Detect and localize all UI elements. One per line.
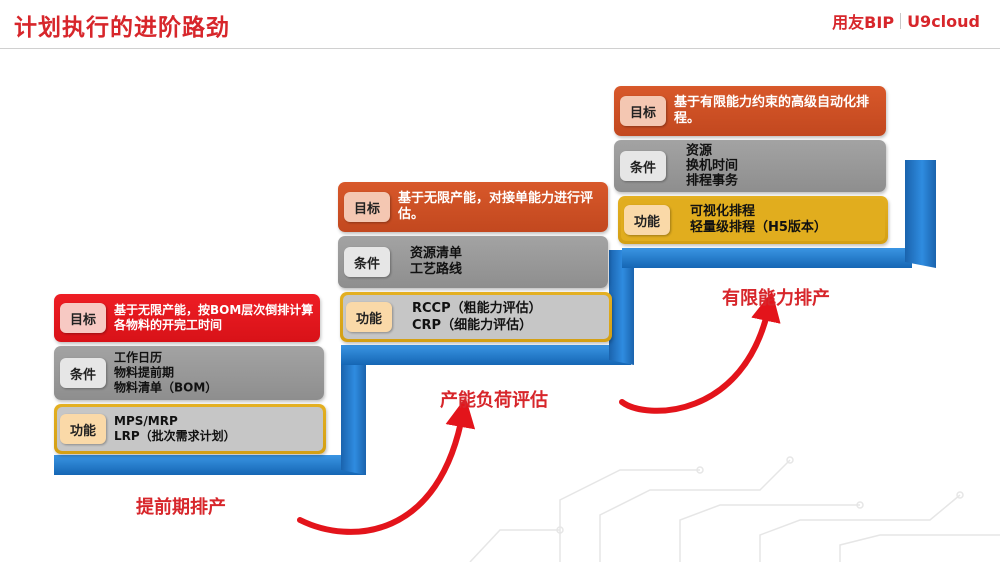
stage1-func-tag: 功能 [60, 414, 106, 444]
stage3-goal-box: 目标 基于有限能力约束的高级自动化排程。 [614, 86, 886, 136]
progress-arrow-2 [619, 291, 781, 414]
stage2-goal-tag: 目标 [344, 192, 390, 222]
stage3-name: 有限能力排产 [722, 288, 830, 309]
stage1-name: 提前期排产 [136, 497, 226, 518]
stage2-cond-line: 工艺路线 [410, 262, 463, 277]
stage3-cond-line: 资源 [686, 143, 713, 159]
stage1-cond-line: 物料提前期 [114, 365, 175, 380]
stage2-cond-text: 资源清单 工艺路线 [410, 246, 602, 278]
stage1-func-line: LRP（批次需求计划） [114, 429, 236, 443]
stage3-goal-text: 基于有限能力约束的高级自动化排程。 [674, 95, 870, 126]
stage2-cond-tag: 条件 [344, 247, 390, 277]
stage1-goal-box: 目标 基于无限产能，按BOM层次倒排计算各物料的开完工时间 [54, 294, 320, 342]
staircase [54, 160, 936, 475]
logo-divider [900, 13, 902, 29]
stage2-func-box: 功能 RCCP（粗能力评估） CRP（细能力评估） [340, 292, 612, 342]
stage1-func-box: 功能 MPS/MRP LRP（批次需求计划） [54, 404, 326, 454]
stage1-goal-text: 基于无限产能，按BOM层次倒排计算各物料的开完工时间 [114, 303, 314, 332]
stage2-func-line: RCCP（粗能力评估） [412, 301, 542, 316]
stage3-cond-box: 条件 资源 换机时间 排程事务 [614, 140, 886, 192]
stage3-cond-text: 资源 换机时间 排程事务 [686, 144, 880, 189]
progress-arrow-1 [297, 397, 476, 535]
page-title: 计划执行的进阶路劲 [14, 15, 230, 41]
stage2-func-text: RCCP（粗能力评估） CRP（细能力评估） [412, 300, 606, 334]
stage3-goal-tag: 目标 [620, 96, 666, 126]
stage2-func-line: CRP（细能力评估） [412, 318, 533, 333]
stage2-func-tag: 功能 [346, 302, 392, 332]
stage1-cond-text: 工作日历 物料提前期 物料清单（BOM） [114, 351, 318, 396]
stage3-func-line: 轻量级排程（H5版本） [690, 220, 827, 235]
logo-u9cloud: U9cloud [907, 11, 980, 31]
stage1-func-line: MPS/MRP [114, 414, 178, 428]
stage1-cond-tag: 条件 [60, 358, 106, 388]
stage1-cond-line: 物料清单（BOM） [114, 380, 218, 395]
stage3-cond-tag: 条件 [620, 151, 666, 181]
stage2-goal-box: 目标 基于无限产能，对接单能力进行评估。 [338, 182, 608, 232]
stage1-func-text: MPS/MRP LRP（批次需求计划） [114, 414, 320, 444]
brand-logo: 用友BIP U9cloud [832, 9, 980, 33]
stage3-func-tag: 功能 [624, 205, 670, 235]
stage3-func-text: 可视化排程 轻量级排程（H5版本） [690, 204, 882, 236]
stage3-func-line: 可视化排程 [690, 204, 756, 219]
stage3-cond-line: 换机时间 [686, 158, 739, 174]
stage2-name: 产能负荷评估 [440, 390, 548, 411]
stage3-func-box: 功能 可视化排程 轻量级排程（H5版本） [618, 196, 888, 244]
stage2-cond-line: 资源清单 [410, 246, 463, 261]
stage1-cond-line: 工作日历 [114, 350, 163, 365]
stage2-goal-text: 基于无限产能，对接单能力进行评估。 [398, 191, 594, 222]
stage2-cond-box: 条件 资源清单 工艺路线 [338, 236, 608, 288]
logo-yonyou-bip: 用友BIP [832, 13, 895, 32]
stage1-goal-tag: 目标 [60, 303, 106, 333]
stage3-cond-line: 排程事务 [686, 173, 739, 189]
header-divider [0, 48, 1000, 49]
stage1-cond-box: 条件 工作日历 物料提前期 物料清单（BOM） [54, 346, 324, 400]
circuit-decoration [469, 456, 1000, 562]
